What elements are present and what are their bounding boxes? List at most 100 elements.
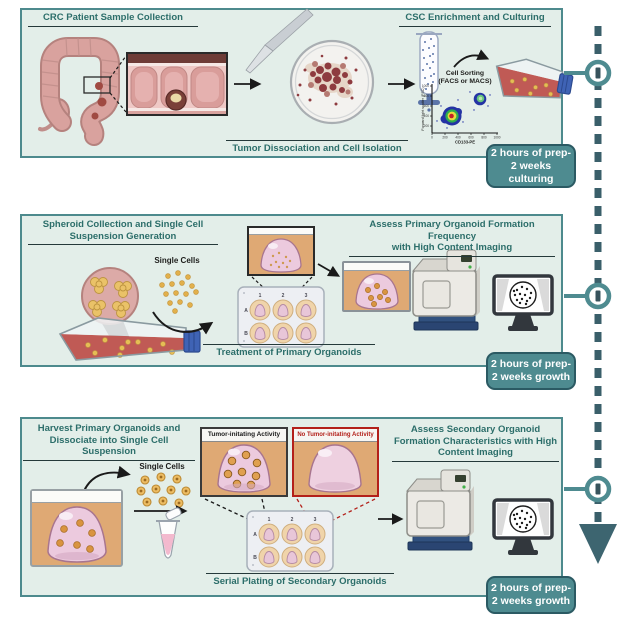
cell-sorting-line1: Cell Sorting xyxy=(445,70,485,77)
pause-node-icon xyxy=(564,59,612,87)
culture-flask-middle xyxy=(58,317,201,361)
flow-cytometry-plot: 0 200 400 600 800 1000 200 400 600 800 1… xyxy=(421,84,501,145)
panel3-title-right-line3: Content Imaging xyxy=(438,447,513,458)
svg-text:400: 400 xyxy=(424,114,430,118)
harvest-media-strip xyxy=(32,491,121,503)
inset-no-tumor-initiating: No Tumor-initating Activity xyxy=(292,427,379,497)
single-cells-text-primary: Single Cells xyxy=(154,256,200,265)
svg-text:3: 3 xyxy=(314,517,317,523)
pause-node-icon xyxy=(564,282,612,310)
single-cells-dots-secondary xyxy=(136,472,191,508)
arrow-inset-to-container xyxy=(317,263,341,277)
svg-text:1000: 1000 xyxy=(422,84,429,88)
imager-secondary xyxy=(405,469,474,551)
inset-positive-text: Tumor-initating Activity xyxy=(207,431,281,438)
panel3-title-left-line1: Harvest Primary Organoids and xyxy=(37,423,181,434)
flow-ytick-labels: 200 400 600 800 1000 xyxy=(422,84,429,128)
panel2-title-left-line1: Spheroid Collection and Single Cell xyxy=(42,219,204,230)
single-cells-label-primary: Single Cells xyxy=(147,256,207,265)
panel1-title-right-text: CSC Enrichment and Culturing xyxy=(405,12,545,23)
badge2-line1: 2 hours of prep- xyxy=(491,358,571,370)
organoid-treated xyxy=(355,273,399,310)
badge2-line2: 2 weeks growth xyxy=(491,371,571,383)
panel2-bottom-label-text: Treatment of Primary Organoids xyxy=(216,347,362,358)
single-cells-dots-primary xyxy=(159,270,199,314)
badge3-line1: 2 hours of prep- xyxy=(491,582,571,594)
colon-illustration xyxy=(38,37,127,146)
panel3-title-left: Harvest Primary Organoids and Dissociate… xyxy=(23,423,195,461)
duration-badge-2: 2 hours of prep- 2 weeks growth xyxy=(486,352,576,390)
inset-positive-header: Tumor-initating Activity xyxy=(202,429,286,442)
organoid-positive xyxy=(217,444,271,493)
microcentrifuge-tube xyxy=(156,507,182,559)
arrow-to-flask xyxy=(453,49,490,68)
inset-negative-text: No Tumor-initating Activity xyxy=(297,432,374,438)
pause-node-icon xyxy=(564,475,612,503)
harvest-container xyxy=(30,489,123,567)
flow-population-blobs xyxy=(436,91,491,129)
svg-text:1: 1 xyxy=(259,293,262,299)
organoid-harvest xyxy=(47,506,107,563)
culture-flask-top xyxy=(495,58,574,99)
svg-text:B: B xyxy=(244,331,248,337)
cell-sorting-label: Cell Sorting (FACS or MACS) xyxy=(424,70,506,86)
organoid-small xyxy=(260,238,302,273)
svg-text:200: 200 xyxy=(424,124,430,128)
well-plate-secondary: 1 2 3 A B xyxy=(246,510,334,572)
flow-xtick-labels: 0 200 400 600 800 1000 xyxy=(431,136,501,140)
panel2-title-left-line2: Suspension Generation xyxy=(69,230,177,242)
duration-badge-1: 2 hours of prep- 2 weeks culturing xyxy=(486,144,576,188)
monitor-secondary xyxy=(492,498,554,555)
panel2-title-left: Spheroid Collection and Single Cell Susp… xyxy=(28,219,218,245)
panel2-bottom-label: Treatment of Primary Organoids xyxy=(203,344,375,358)
zoom-rect xyxy=(83,76,111,94)
panel3-title-right-line1: Assess Secondary Organoid xyxy=(410,424,541,435)
svg-text:1000: 1000 xyxy=(493,136,500,140)
panel1-bottom-label-text: Tumor Dissociation and Cell Isolation xyxy=(232,143,402,154)
organoid-inset-primary xyxy=(247,226,315,276)
flow-xlabel: CD133-PE xyxy=(455,140,475,145)
panel3-bottom-label-text: Serial Plating of Secondary Organoids xyxy=(213,576,387,587)
panel3-title-left-line2: Dissociate into Single Cell Suspension xyxy=(49,434,169,458)
panel1-title-left-text: CRC Patient Sample Collection xyxy=(43,12,183,23)
organoid-negative xyxy=(308,444,362,493)
svg-text:400: 400 xyxy=(455,136,461,140)
svg-text:600: 600 xyxy=(468,136,474,140)
panel2-title-right: Assess Primary Organoid Formation Freque… xyxy=(349,219,555,257)
scalpel-icon xyxy=(245,8,314,74)
badge3-line2: 2 weeks growth xyxy=(491,595,571,607)
arrow-down-icon xyxy=(579,524,617,564)
panel3-title-right-line2: Formation Characteristics with High xyxy=(393,435,558,447)
inset-tumor-initiating: Tumor-initating Activity xyxy=(200,427,288,497)
svg-text:A: A xyxy=(244,308,248,314)
panel2-title-right-line2: with High Content Imaging xyxy=(391,242,513,253)
badge1-line2: 2 weeks xyxy=(510,159,552,172)
container-media-strip xyxy=(344,263,409,271)
duration-badge-3: 2 hours of prep- 2 weeks growth xyxy=(486,576,576,614)
sorting-column xyxy=(416,31,442,112)
inset-negative-header: No Tumor-initating Activity xyxy=(294,429,377,442)
single-cells-text-secondary: Single Cells xyxy=(139,462,185,471)
svg-text:2: 2 xyxy=(282,293,285,299)
badge1-line1: 2 hours of prep- xyxy=(491,146,571,159)
single-cells-label-secondary: Single Cells xyxy=(132,462,192,471)
svg-text:2: 2 xyxy=(291,517,294,523)
flow-ylabel: Forward light scatter (FSC) xyxy=(421,87,425,130)
arrow-to-plate-primary xyxy=(152,311,214,335)
panel3-bottom-label: Serial Plating of Secondary Organoids xyxy=(206,573,394,587)
inset-media-strip xyxy=(249,228,313,235)
imager-primary xyxy=(411,249,480,331)
svg-text:800: 800 xyxy=(424,94,430,98)
panel1-title-right: CSC Enrichment and Culturing xyxy=(399,12,551,27)
colon-wall-inset xyxy=(126,52,228,116)
svg-text:0: 0 xyxy=(431,136,433,140)
monitor-primary xyxy=(492,274,554,331)
panel1-bottom-label: Tumor Dissociation and Cell Isolation xyxy=(226,140,408,154)
panel2-title-right-line1: Assess Primary Organoid Formation Freque… xyxy=(369,219,535,242)
svg-text:1: 1 xyxy=(268,517,271,523)
svg-text:200: 200 xyxy=(442,136,448,140)
petri-dish xyxy=(289,39,375,125)
timeline-rail xyxy=(564,26,617,564)
